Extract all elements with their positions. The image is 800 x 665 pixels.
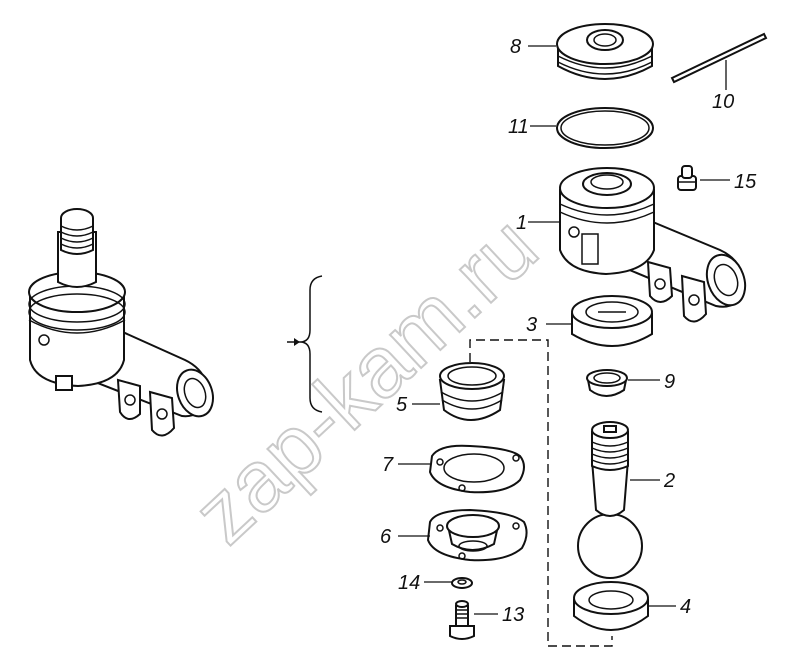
assembly-brace xyxy=(287,275,323,413)
callouts: 8 10 11 15 1 3 9 5 7 2 6 14 4 13 xyxy=(380,36,757,626)
part-7-gasket xyxy=(428,444,525,494)
part-4-lower-ring xyxy=(573,581,649,631)
part-3-bushing xyxy=(571,295,653,347)
callout-10: 10 xyxy=(712,91,734,113)
kit-dashed-bracket xyxy=(469,339,613,647)
callout-13: 13 xyxy=(502,604,524,626)
part-14-washer xyxy=(451,577,473,589)
part-9-insert xyxy=(586,369,628,397)
part-5-boot xyxy=(438,362,506,421)
part-8-cover xyxy=(556,23,654,80)
callout-7: 7 xyxy=(382,454,394,476)
callout-5: 5 xyxy=(396,394,408,416)
leader-lines xyxy=(398,45,730,615)
callout-8: 8 xyxy=(510,36,521,58)
callout-15: 15 xyxy=(734,171,757,193)
part-13-bolt xyxy=(449,600,475,640)
part-1-housing xyxy=(559,167,747,323)
callout-11: 11 xyxy=(508,116,529,138)
assembled-tie-rod-end xyxy=(28,208,214,437)
callout-4: 4 xyxy=(680,596,691,618)
part-11-ring xyxy=(556,107,654,149)
part-10-pin xyxy=(670,32,768,84)
callout-14: 14 xyxy=(398,572,420,594)
part-15-grease-fitting xyxy=(677,165,697,191)
callout-3: 3 xyxy=(526,314,537,336)
callout-1: 1 xyxy=(516,212,527,234)
callout-6: 6 xyxy=(380,526,392,548)
callout-2: 2 xyxy=(663,470,675,492)
part-2-ball-pin xyxy=(577,421,643,579)
part-6-flange-cover xyxy=(426,508,528,562)
callout-9: 9 xyxy=(664,371,675,393)
